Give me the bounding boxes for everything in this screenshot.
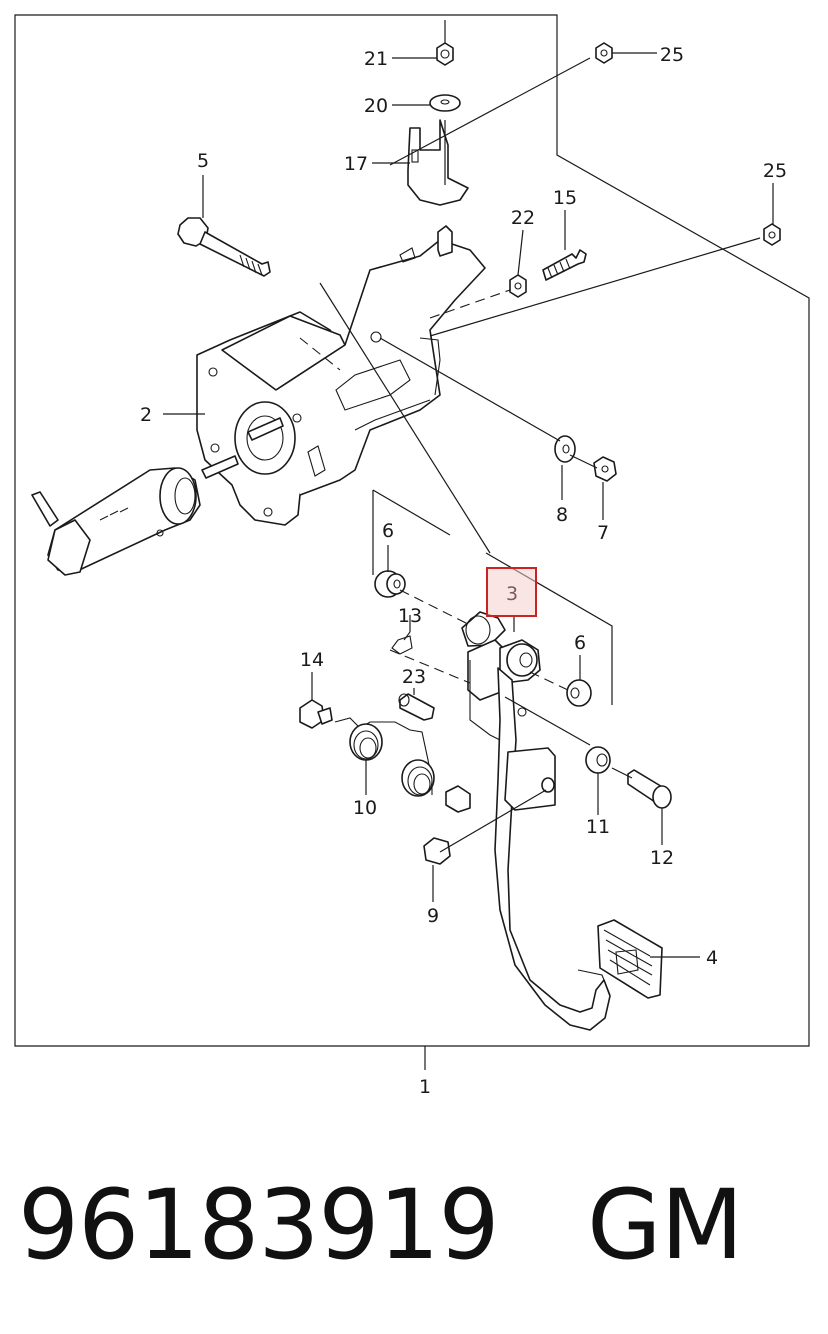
callout-25-top: 25 <box>660 44 684 66</box>
bushing-6-right <box>566 679 592 707</box>
master-cylinder <box>31 467 201 576</box>
callout-12: 12 <box>650 847 674 869</box>
leader-lines <box>163 52 774 1070</box>
dashed-assembly-lines <box>299 289 569 691</box>
callout-5: 5 <box>197 150 209 172</box>
callout-3: 3 <box>506 583 518 605</box>
pedal-pad-4 <box>597 919 663 999</box>
caption-spacer <box>499 1169 588 1281</box>
bracket-17 <box>407 119 469 206</box>
callout-25-right: 25 <box>763 160 787 182</box>
part-number: 96183919 <box>18 1169 500 1281</box>
bushing-11 <box>585 746 611 774</box>
pedal-bracket-2 <box>196 225 486 526</box>
nut-22 <box>509 274 527 298</box>
callout-1: 1 <box>419 1076 431 1098</box>
bushing-6-left <box>374 570 406 598</box>
bolt-15 <box>542 249 587 281</box>
bolt-14 <box>299 699 333 729</box>
nut-25-top <box>595 42 613 64</box>
callout-17: 17 <box>344 153 368 175</box>
part-number-caption: 96183919 GM <box>18 1169 743 1281</box>
callout-6-left: 6 <box>382 520 394 542</box>
bolt-9 <box>423 837 451 865</box>
diagram-frame <box>14 14 810 1047</box>
callout-2: 2 <box>140 404 152 426</box>
nut-25-right <box>763 223 781 246</box>
spring-10 <box>334 717 471 813</box>
brand-name: GM <box>587 1169 743 1281</box>
callout-22: 22 <box>511 207 535 229</box>
callout-9: 9 <box>427 905 439 927</box>
highlight-box-part-3 <box>486 567 537 617</box>
nut-7 <box>593 456 617 482</box>
pin-23 <box>398 693 435 721</box>
callout-8: 8 <box>556 504 568 526</box>
callout-23: 23 <box>402 666 426 688</box>
clip-13 <box>391 631 413 655</box>
callout-7: 7 <box>597 522 609 544</box>
callout-15: 15 <box>553 187 577 209</box>
callout-11: 11 <box>586 816 610 838</box>
clutch-pedal-3 <box>461 611 611 1031</box>
nut-21 <box>436 20 454 66</box>
callout-20: 20 <box>364 95 388 117</box>
callout-6-right: 6 <box>574 632 586 654</box>
callout-10: 10 <box>353 797 377 819</box>
callout-21: 21 <box>364 48 388 70</box>
callout-13: 13 <box>398 605 422 627</box>
callout-14: 14 <box>300 649 324 671</box>
bolt-5 <box>177 217 271 277</box>
callout-4: 4 <box>706 947 718 969</box>
pin-12 <box>627 769 672 809</box>
washer-20 <box>429 94 461 112</box>
